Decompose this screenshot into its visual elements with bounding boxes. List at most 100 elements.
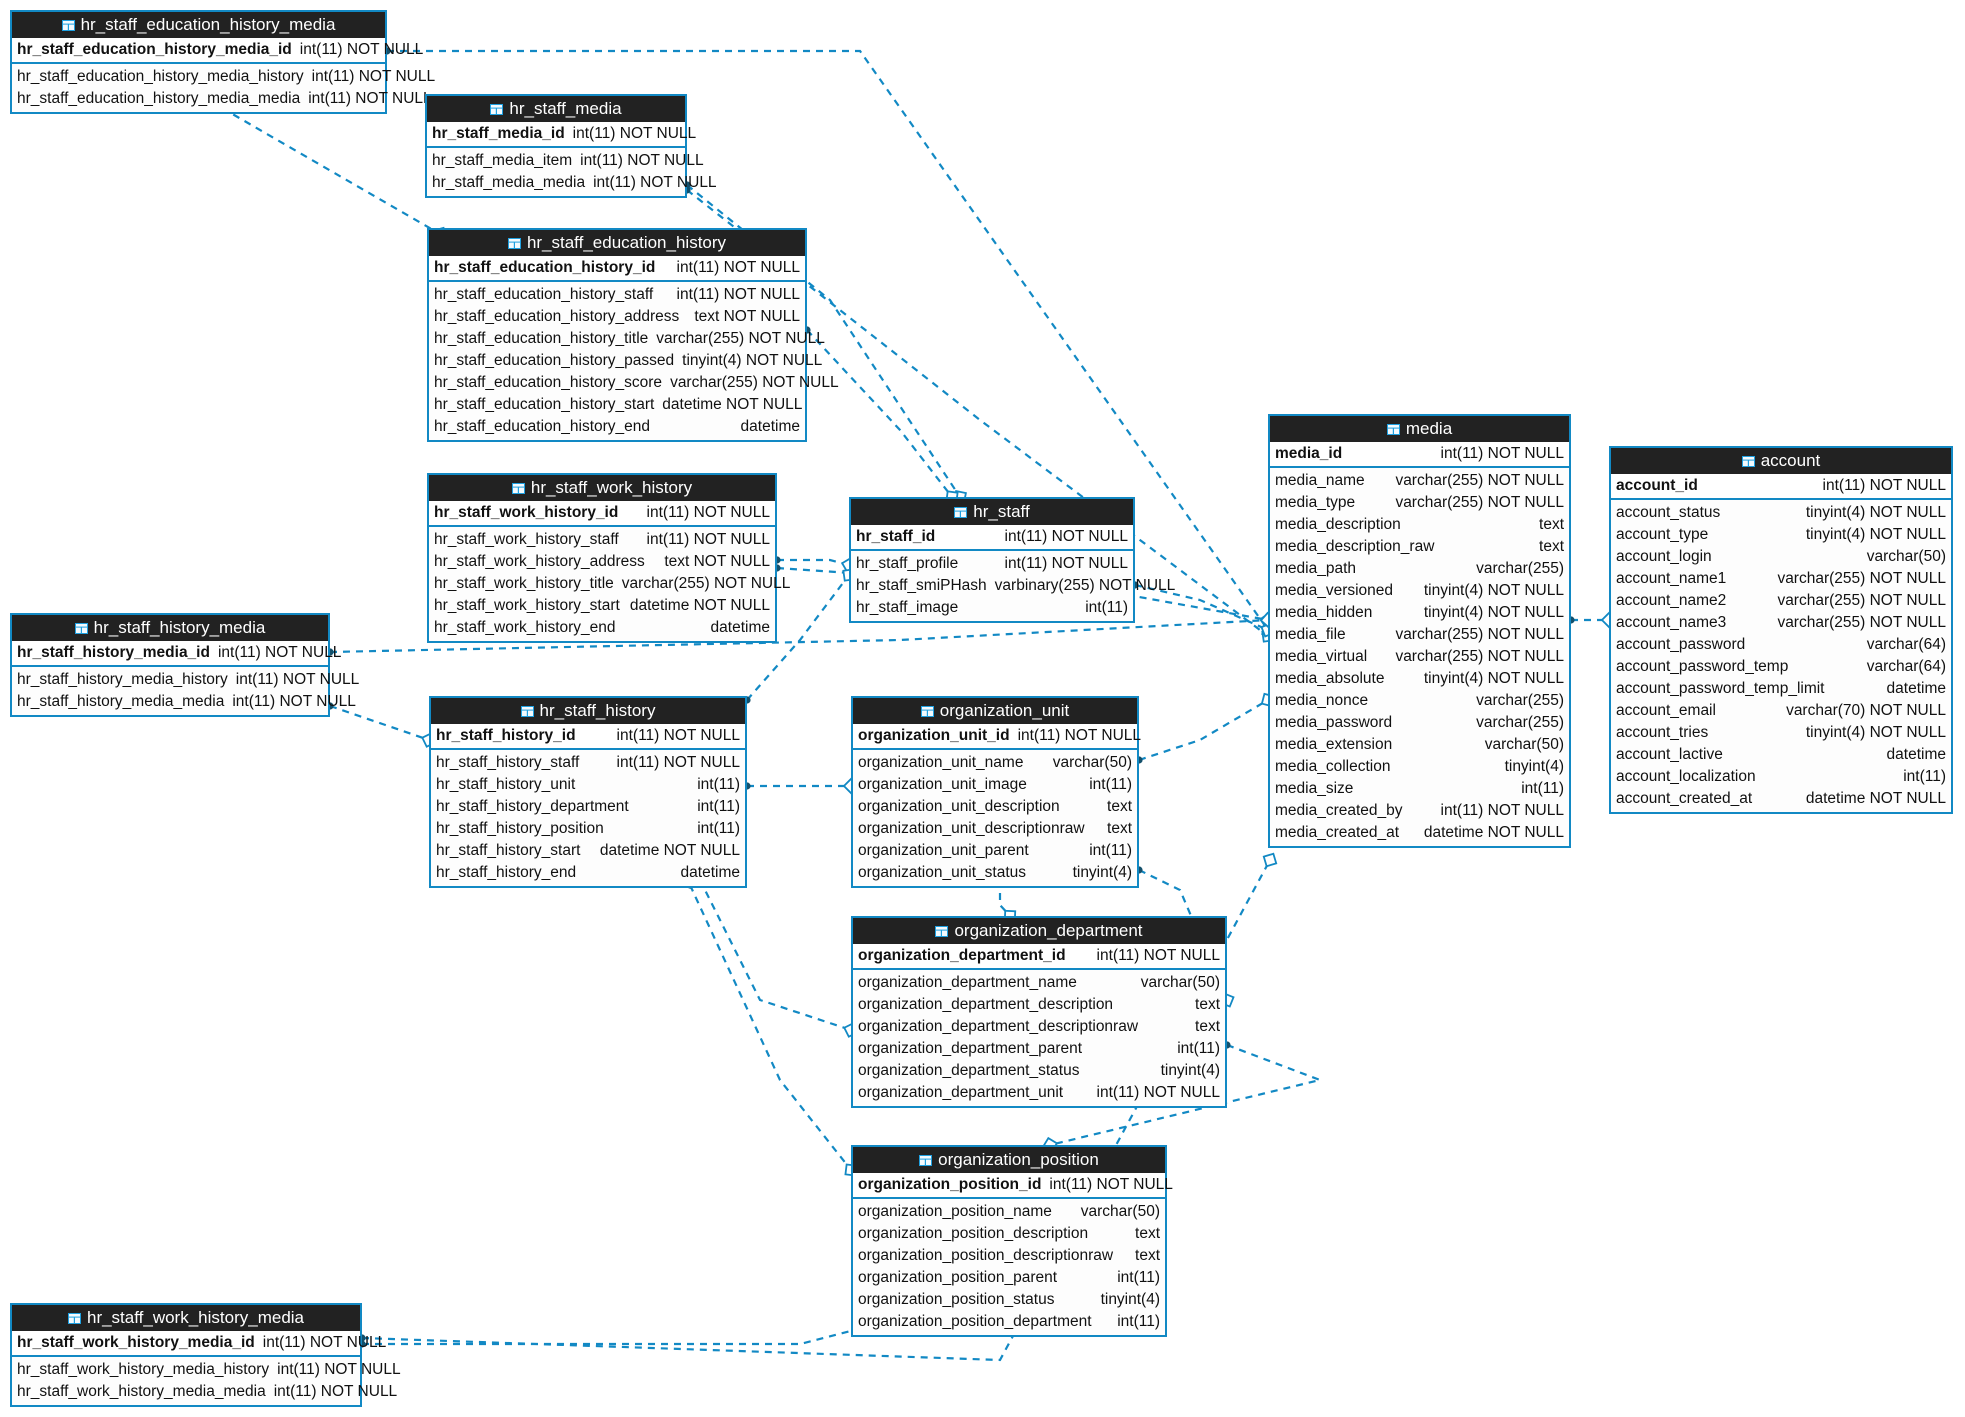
column-name: organization_unit_descriptionraw bbox=[858, 820, 1085, 837]
column-name: organization_unit_parent bbox=[858, 842, 1029, 859]
relation-hr_staff_education_history-to-hr_staff bbox=[803, 326, 959, 504]
column-type: int(11) bbox=[1117, 1313, 1160, 1330]
column-name: hr_staff_work_history_end bbox=[434, 619, 616, 636]
column-type: int(11) bbox=[1089, 776, 1132, 793]
column-name: account_type bbox=[1616, 526, 1709, 543]
entity-name-label: hr_staff_media bbox=[509, 99, 622, 118]
column-name: organization_position_description bbox=[858, 1225, 1089, 1242]
column-name: organization_position_id bbox=[858, 1176, 1042, 1193]
column-type: int(11) NOT NULL bbox=[1822, 477, 1946, 494]
entity-title-organization_position: organization_position bbox=[853, 1147, 1165, 1173]
entity-name-label: hr_staff bbox=[973, 502, 1030, 521]
column-name: account_tries bbox=[1616, 724, 1709, 741]
column-name: media_created_by bbox=[1275, 802, 1403, 819]
column-name: media_type bbox=[1275, 494, 1356, 511]
column-type: int(11) NOT NULL bbox=[616, 754, 740, 771]
entity-title-organization_department: organization_department bbox=[853, 918, 1225, 944]
column-type: varchar(255) NOT NULL bbox=[656, 330, 825, 347]
table-icon bbox=[511, 478, 531, 497]
column-name: organization_unit_description bbox=[858, 798, 1060, 815]
table-icon bbox=[490, 99, 509, 118]
column-name: organization_unit_status bbox=[858, 864, 1027, 881]
column-type: int(11) bbox=[1117, 1269, 1160, 1286]
column-type: int(11) NOT NULL bbox=[676, 286, 800, 303]
column-name: hr_staff_history_position bbox=[436, 820, 604, 837]
column-name: hr_staff_smiPHash bbox=[856, 577, 987, 594]
column-type: varchar(255) NOT NULL bbox=[670, 374, 839, 391]
column-name: account_password bbox=[1616, 636, 1746, 653]
column-row: media_file varchar(255) NOT NULL bbox=[1270, 624, 1569, 646]
column-name: hr_staff_education_history_staff bbox=[434, 286, 654, 303]
column-type: datetime bbox=[710, 619, 770, 636]
column-name: hr_staff_history_media_id bbox=[17, 644, 210, 661]
column-type: int(11) bbox=[1089, 842, 1132, 859]
column-type: int(11) NOT NULL bbox=[1096, 1084, 1220, 1101]
column-type: int(11) NOT NULL bbox=[273, 1383, 398, 1400]
column-type: varchar(255) NOT NULL bbox=[1395, 626, 1564, 643]
column-name: organization_department_status bbox=[858, 1062, 1080, 1079]
column-name: hr_staff_history_end bbox=[436, 864, 577, 881]
column-name: media_file bbox=[1275, 626, 1346, 643]
column-type: tinyint(4) bbox=[1100, 1291, 1160, 1308]
column-type: int(11) NOT NULL bbox=[299, 41, 424, 58]
column-name: organization_position_name bbox=[858, 1203, 1052, 1220]
column-type: text NOT NULL bbox=[664, 553, 770, 570]
column-type: varchar(70) NOT NULL bbox=[1786, 702, 1946, 719]
column-row: account_email varchar(70) NOT NULL bbox=[1611, 700, 1951, 722]
column-name: organization_unit_name bbox=[858, 754, 1024, 771]
column-name: hr_staff_work_history_start bbox=[434, 597, 620, 614]
column-name: media_description_raw bbox=[1275, 538, 1435, 555]
column-type: int(11) NOT NULL bbox=[646, 531, 770, 548]
entity-organization_department[interactable]: organization_department organization_depa… bbox=[851, 916, 1227, 1108]
column-type: int(11) NOT NULL bbox=[232, 693, 356, 710]
column-type: int(11) NOT NULL bbox=[311, 68, 436, 85]
column-type: tinyint(4) NOT NULL bbox=[1423, 670, 1564, 687]
column-name: hr_staff_education_history_address bbox=[434, 308, 680, 325]
entity-title-account: account bbox=[1611, 448, 1951, 474]
column-type: varchar(50) bbox=[1484, 736, 1564, 753]
column-name: hr_staff_history_department bbox=[436, 798, 629, 815]
column-name: hr_staff_history_staff bbox=[436, 754, 580, 771]
column-type: tinyint(4) NOT NULL bbox=[1423, 582, 1564, 599]
column-name: media_absolute bbox=[1275, 670, 1385, 687]
column-name: account_password_temp bbox=[1616, 658, 1789, 675]
column-name: hr_staff_education_history_media_media bbox=[17, 90, 301, 107]
column-name: organization_department_unit bbox=[858, 1084, 1064, 1101]
column-name: hr_staff_education_history_media_history bbox=[17, 68, 304, 85]
column-name: account_email bbox=[1616, 702, 1716, 719]
table-icon bbox=[61, 15, 81, 34]
column-type: int(11) NOT NULL bbox=[676, 259, 800, 276]
column-name: account_login bbox=[1616, 548, 1712, 565]
column-name: hr_staff_id bbox=[856, 528, 936, 545]
relation-organization_unit-to-media bbox=[1135, 692, 1276, 764]
entity-organization_position[interactable]: organization_position organization_positi… bbox=[851, 1145, 1173, 1337]
column-type: varchar(255) NOT NULL bbox=[1777, 570, 1946, 587]
